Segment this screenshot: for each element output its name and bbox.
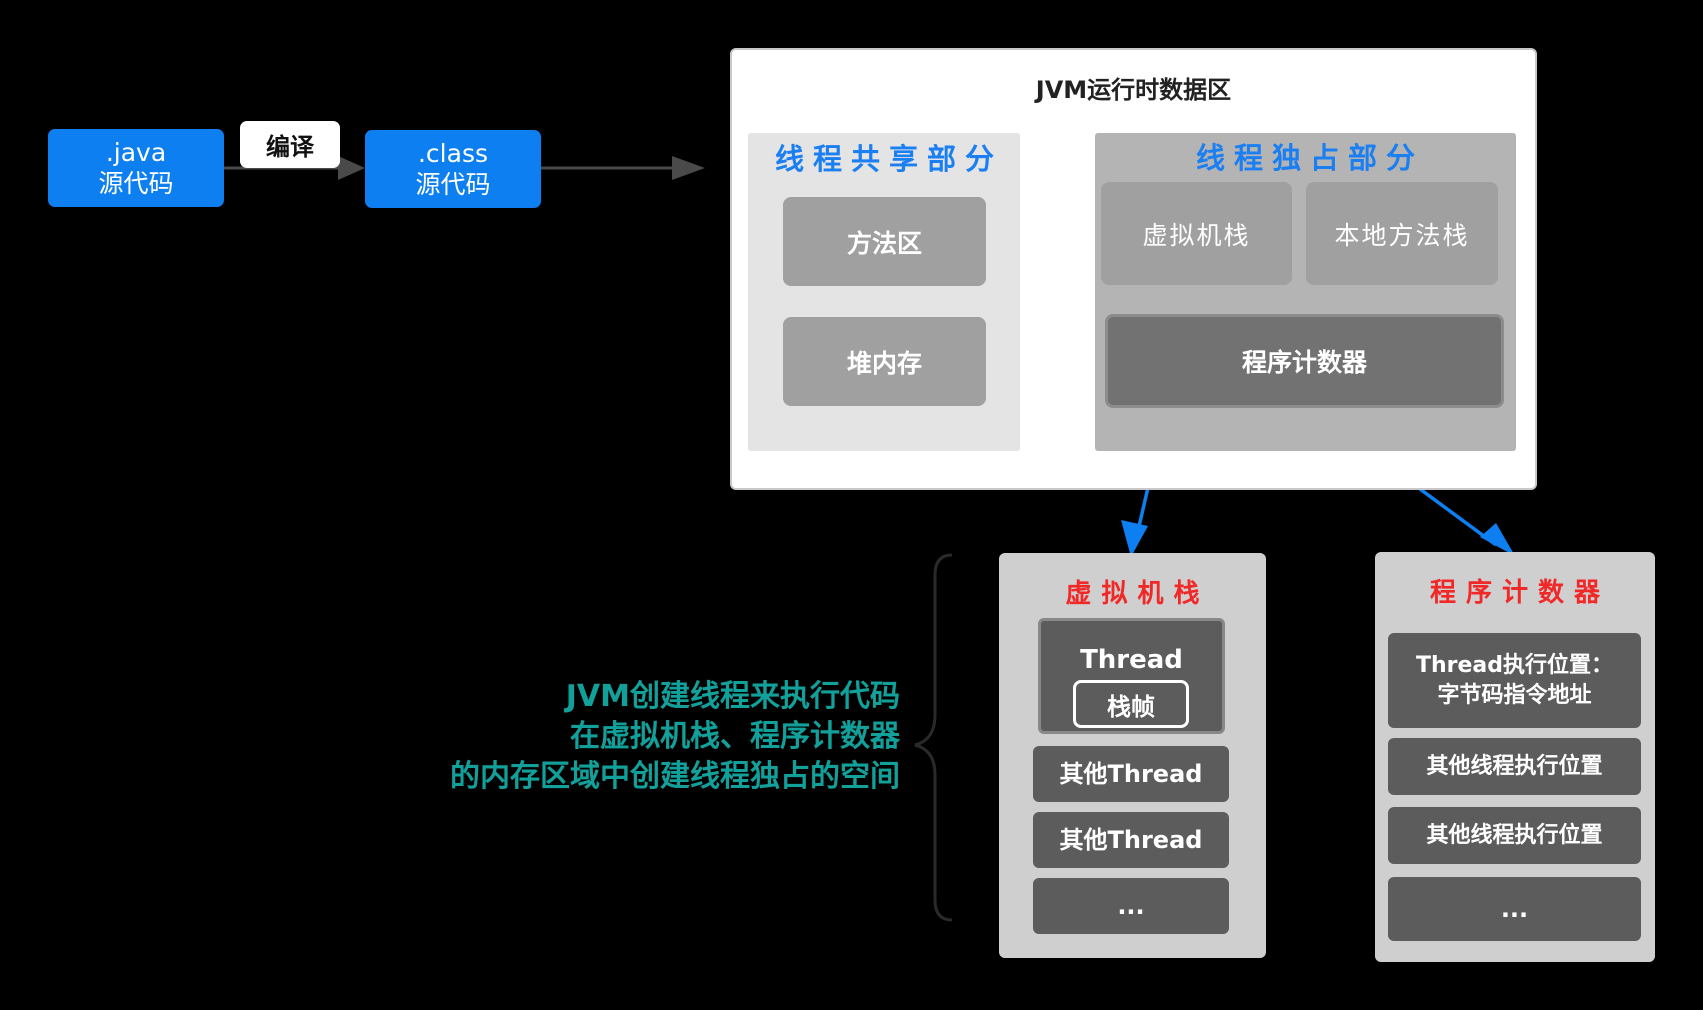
thread-exclusive-title: 线程独占部分 xyxy=(1195,141,1424,175)
current-thread-position: Thread执行位置： 字节码指令地址 xyxy=(1388,633,1641,728)
other-thread-stack: 其他Thread xyxy=(1033,746,1229,802)
class-file-box: .class 源代码 xyxy=(365,130,541,208)
heap-block: 堆内存 xyxy=(783,317,986,406)
java-source-box: .java 源代码 xyxy=(48,129,224,207)
note-line-3: 的内存区域中创建线程独占的空间 xyxy=(450,759,900,794)
current-position-line1: Thread执行位置： xyxy=(1415,652,1614,678)
method-area-block: 方法区 xyxy=(783,197,986,286)
pc-detail-title: 程序计数器 xyxy=(1429,578,1610,608)
other-thread-position: 其他线程执行位置 xyxy=(1388,738,1641,795)
note-line-1: JVM创建线程来执行代码 xyxy=(565,679,900,714)
more-thread-stacks: ... xyxy=(1033,878,1229,934)
vm-stack-detail-title: 虚拟机栈 xyxy=(1065,579,1210,609)
compile-label: 编译 xyxy=(240,121,340,168)
native-method-stack-block: 本地方法栈 xyxy=(1306,182,1498,285)
note-line-2: 在虚拟机栈、程序计数器 xyxy=(570,719,900,754)
thread-shared-title: 线程共享部分 xyxy=(774,142,1003,176)
stack-frame: 栈帧 xyxy=(1073,680,1189,728)
vm-stack-block: 虚拟机栈 xyxy=(1101,182,1292,285)
vm-stack-arrow-head xyxy=(1121,520,1148,557)
java-source-label: 源代码 xyxy=(98,169,174,198)
load-arrow-head xyxy=(672,156,705,180)
pc-arrow-head xyxy=(1480,523,1515,556)
thread-label: Thread xyxy=(1080,645,1183,675)
other-thread-position: 其他线程执行位置 xyxy=(1388,807,1641,864)
class-file-label: 源代码 xyxy=(415,170,491,199)
current-position-line2: 字节码指令地址 xyxy=(1437,682,1592,708)
other-thread-stack: 其他Thread xyxy=(1033,812,1229,868)
more-thread-positions: ... xyxy=(1388,877,1641,941)
left-brace xyxy=(914,553,953,922)
java-source-ext: .java xyxy=(105,138,167,167)
program-counter-block: 程序计数器 xyxy=(1105,314,1504,408)
class-file-ext: .class xyxy=(417,139,488,168)
current-thread-stack xyxy=(1038,618,1225,734)
thread-creation-note: JVM创建线程来执行代码 在虚拟机栈、程序计数器 的内存区域中创建线程独占的空间 xyxy=(360,677,900,797)
jvm-area-title: JVM运行时数据区 xyxy=(1035,76,1232,104)
compile-arrow-head xyxy=(338,156,365,180)
